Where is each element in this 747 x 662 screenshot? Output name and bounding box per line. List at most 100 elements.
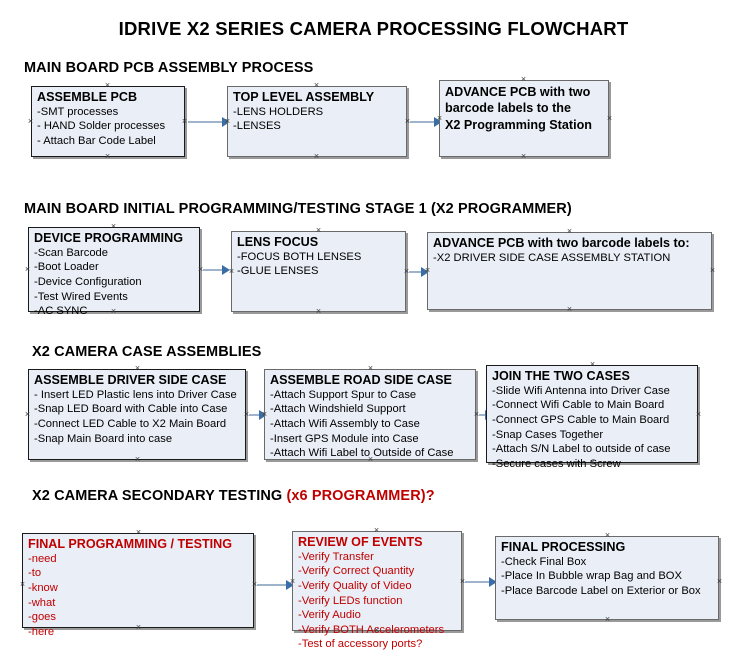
box-line: -Place In Bubble wrap Bag and BOX <box>501 570 682 583</box>
box-line: -Scan Barcode <box>34 246 109 259</box>
connection-handle-bottom[interactable] <box>589 459 596 466</box>
box-device-programming[interactable]: DEVICE PROGRAMMING -Scan Barcode -Boot L… <box>28 227 200 317</box>
box-title: ADVANCE PCB with two barcode labels to: <box>433 236 690 250</box>
box-lens-focus[interactable]: LENS FOCUS -FOCUS BOTH LENSES -GLUE LENS… <box>231 231 406 312</box>
box-review-of-events[interactable]: REVIEW OF EVENTS -Verify Transfer -Verif… <box>292 531 462 650</box>
connection-handle-bottom[interactable] <box>134 456 141 463</box>
connection-handle-top[interactable] <box>134 365 141 372</box>
connection-handle-left[interactable] <box>289 578 296 585</box>
connection-handle-top[interactable] <box>104 82 111 89</box>
connector-device-programming-to-lens-focus <box>203 269 227 271</box>
connection-handle-right[interactable] <box>606 115 613 122</box>
connection-handle-top[interactable] <box>135 529 142 536</box>
connection-handle-right[interactable] <box>709 267 716 274</box>
box-line: -Snap LED Board with Cable into Case <box>34 403 228 416</box>
box-top-level-assembly[interactable]: TOP LEVEL ASSEMBLY -LENS HOLDERS -LENSES <box>227 86 407 157</box>
connection-handle-top[interactable] <box>313 82 320 89</box>
box-line: -Connect Wifi Cable to Main Board <box>492 399 665 412</box>
connection-handle-bottom[interactable] <box>604 616 611 623</box>
box-line: -Check Final Box <box>501 555 587 568</box>
connection-handle-bottom[interactable] <box>110 308 117 315</box>
connection-handle-right[interactable] <box>695 411 702 418</box>
connector-top-level-to-advance-pcb <box>410 121 439 123</box>
connection-handle-top[interactable] <box>110 223 117 230</box>
connection-handle-top[interactable] <box>589 361 596 368</box>
connection-handle-top[interactable] <box>315 227 322 234</box>
connection-handle-bottom[interactable] <box>135 624 142 631</box>
box-line: -Verify LEDs function <box>298 594 403 607</box>
connector-final-programming-to-review-of-events <box>257 584 291 586</box>
box-line: -Snap Main Board into case <box>34 432 173 445</box>
section-heading-x2-camera-case-assemblies: X2 CAMERA CASE ASSEMBLIES <box>32 344 261 360</box>
connection-handle-bottom[interactable] <box>367 456 374 463</box>
box-title: FINAL PROGRAMMING / TESTING <box>28 537 233 551</box>
connection-handle-left[interactable] <box>424 267 431 274</box>
box-final-programming-testing[interactable]: FINAL PROGRAMMING / TESTING -need -to -k… <box>22 533 254 638</box>
box-line: -FOCUS BOTH LENSES <box>237 250 362 263</box>
connection-handle-left[interactable] <box>27 118 34 125</box>
connection-handle-left[interactable] <box>224 118 231 125</box>
connection-handle-bottom[interactable] <box>315 308 322 315</box>
box-title: ASSEMBLE DRIVER SIDE CASE <box>34 373 227 387</box>
box-line: - Attach Bar Code Label <box>37 134 156 147</box>
box-line: -X2 DRIVER SIDE CASE ASSEMBLY STATION <box>433 251 671 264</box>
connection-handle-top[interactable] <box>566 228 573 235</box>
connection-handle-right[interactable] <box>716 578 723 585</box>
box-line: -need <box>28 552 57 565</box>
connection-handle-bottom[interactable] <box>104 153 111 160</box>
connector-driver-side-to-road-side <box>249 414 265 416</box>
box-line: -Test Wired Events <box>34 290 128 303</box>
box-line: -LENSES <box>233 120 281 133</box>
box-line: -Verify Quality of Video <box>298 579 412 592</box>
connection-handle-left[interactable] <box>24 411 31 418</box>
page-title: IDRIVE X2 SERIES CAMERA PROCESSING FLOWC… <box>118 18 629 39</box>
box-line: -Boot Loader <box>34 261 99 274</box>
box-line: - HAND Solder processes <box>37 120 166 133</box>
box-title: TOP LEVEL ASSEMBLY <box>233 90 375 104</box>
box-line: -Verify Audio <box>298 609 361 622</box>
box-line: -AC SYNC <box>34 305 88 318</box>
connection-handle-right[interactable] <box>181 118 188 125</box>
box-line: -Verify Correct Quantity <box>298 565 415 578</box>
box-line: -Attach Windshield Support <box>270 403 406 416</box>
box-title: X2 Programming Station <box>445 117 592 132</box>
box-title: barcode labels to the <box>445 101 571 116</box>
section-heading-main-board-pcb-assembly: MAIN BOARD PCB ASSEMBLY PROCESS <box>24 60 313 76</box>
section-heading-text: X2 CAMERA CASE ASSEMBLIES <box>32 344 262 360</box>
section-heading-text: MAIN BOARD INITIAL PROGRAMMING/TESTING S… <box>24 201 572 217</box>
box-line: -Verify Transfer <box>298 550 374 563</box>
connection-handle-left[interactable] <box>228 268 235 275</box>
box-line: -LENS HOLDERS <box>233 105 324 118</box>
box-line: -goes <box>28 611 56 624</box>
connection-handle-bottom[interactable] <box>313 153 320 160</box>
section-heading-x2-camera-secondary-testing: X2 CAMERA SECONDARY TESTING (x6 PROGRAMM… <box>32 488 435 504</box>
box-assemble-driver-side-case[interactable]: ASSEMBLE DRIVER SIDE CASE - Insert LED P… <box>28 369 246 460</box>
connection-handle-left[interactable] <box>436 115 443 122</box>
connection-handle-left[interactable] <box>24 266 31 273</box>
box-line: -know <box>28 581 58 594</box>
box-join-the-two-cases[interactable]: JOIN THE TWO CASES -Slide Wifi Antenna i… <box>486 365 698 470</box>
box-line: -Slide Wifi Antenna into Driver Case <box>492 384 670 397</box>
box-assemble-road-side-case[interactable]: ASSEMBLE ROAD SIDE CASE -Attach Support … <box>264 369 476 460</box>
connection-handle-top[interactable] <box>604 532 611 539</box>
box-line: -Attach S/N Label to outside of case <box>492 443 671 456</box>
box-advance-pcb-driver-side-case[interactable]: ADVANCE PCB with two barcode labels to: … <box>427 232 712 310</box>
connection-handle-top[interactable] <box>367 365 374 372</box>
connection-handle-left[interactable] <box>19 581 26 588</box>
box-assemble-pcb[interactable]: ASSEMBLE PCB -SMT processes - HAND Solde… <box>31 86 185 157</box>
box-line: -Attach Wifi Assembly to Case <box>270 417 420 430</box>
box-advance-pcb-programming-station[interactable]: ADVANCE PCB with two barcode labels to t… <box>439 80 609 157</box>
box-title: DEVICE PROGRAMMING <box>34 231 184 245</box>
connection-handle-top[interactable] <box>520 76 527 83</box>
connection-handle-bottom[interactable] <box>520 153 527 160</box>
connection-handle-bottom[interactable] <box>566 306 573 313</box>
connection-handle-bottom[interactable] <box>373 627 380 634</box>
box-title: ASSEMBLE PCB <box>37 90 138 104</box>
arrowhead-icon <box>489 577 497 587</box>
box-final-processing[interactable]: FINAL PROCESSING -Check Final Box -Place… <box>495 536 719 620</box>
connection-handle-top[interactable] <box>373 527 380 534</box>
box-line: -Attach Wifi Label to Outside of Case <box>270 447 454 460</box>
box-title: ASSEMBLE ROAD SIDE CASE <box>270 373 452 387</box>
connection-handle-left[interactable] <box>261 411 268 418</box>
